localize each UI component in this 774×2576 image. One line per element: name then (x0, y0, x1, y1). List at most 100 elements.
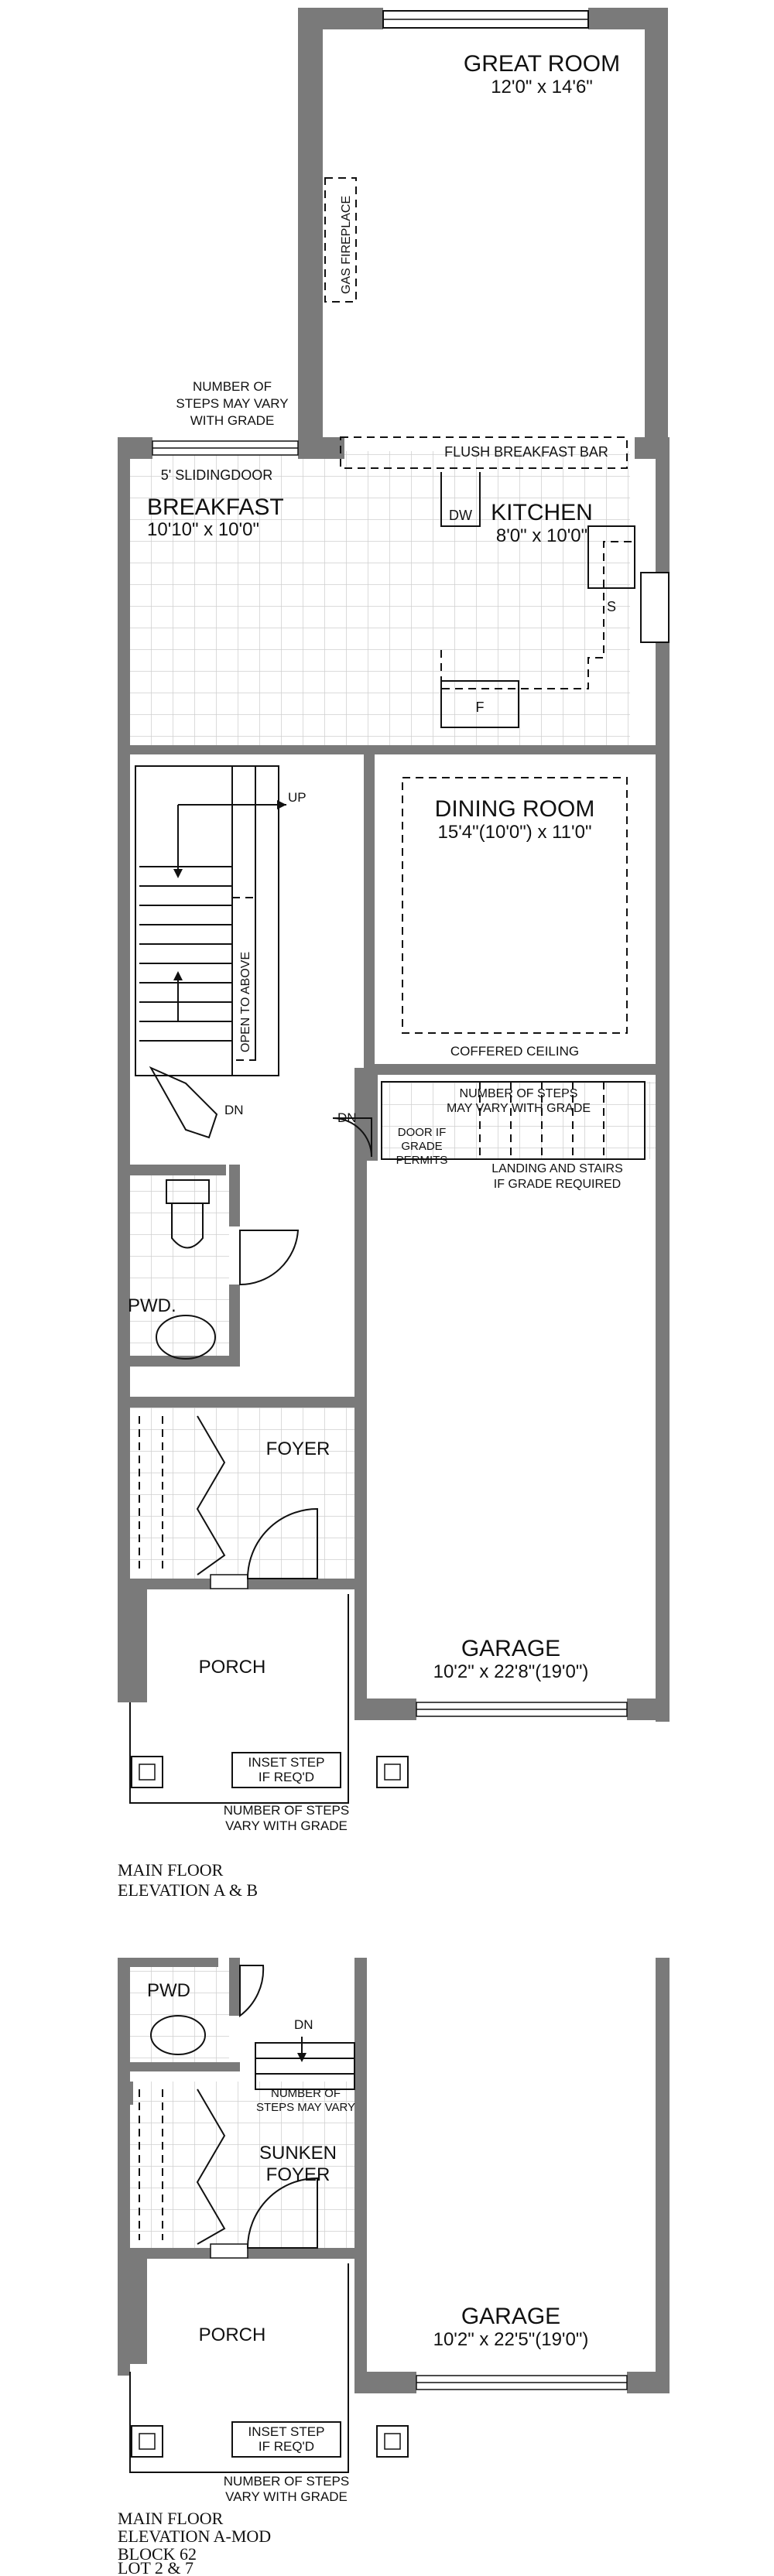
great-room-size: 12'0" x 14'6" (491, 77, 593, 97)
flush-breakfast-bar (340, 436, 628, 469)
amod-garage-wall-bottom-left (354, 2372, 416, 2393)
foyer-wall-bottom-right (248, 1579, 356, 1589)
garage-wall-bottom-left (354, 1699, 416, 1720)
inset-step (231, 1752, 341, 1788)
gas-fireplace (324, 177, 357, 303)
garage-wall-right (656, 1203, 670, 1722)
breakfast-kitchen-tile (128, 451, 630, 747)
steps-grade-line3: WITH GRADE (190, 413, 275, 428)
caption-mod-line3: BLOCK 62 (118, 2544, 197, 2564)
amod-foyer-tile (128, 2082, 365, 2252)
great-room-wall-right (645, 8, 668, 441)
porch-steps-mod-line1: NUMBER OF STEPS (224, 2474, 349, 2489)
landing-line1: LANDING AND STAIRS (491, 1162, 623, 1175)
door-grade-line1: DOOR IF (398, 1126, 447, 1139)
breakfast-wall-top-mid (298, 437, 344, 459)
porch-wall-left (118, 1586, 147, 1702)
toilet-bowl (171, 1203, 204, 1249)
great-room-wall-left (298, 8, 323, 441)
dining-room-size: 15'4"(10'0") x 11'0" (438, 822, 592, 843)
amod-foyer-closet (139, 2089, 163, 2240)
amod-foyer-steps (255, 2042, 355, 2090)
inset-step-main-line2: IF REQ'D (259, 1770, 314, 1784)
amod-powder-wall-bottom (118, 2062, 240, 2071)
garage-steps-line1: NUMBER OF STEPS (460, 1087, 578, 1100)
garage-wall-bottom-right (627, 1699, 670, 1720)
fridge (440, 680, 519, 728)
front-door-sill (210, 1574, 248, 1589)
great-room-name: GREAT ROOM (464, 51, 620, 77)
up-label: UP (288, 790, 307, 805)
breakfast-wall-corner (118, 437, 152, 459)
amod-powder-tile (128, 1962, 229, 2062)
garage-wall-stub (354, 1068, 378, 1161)
porch-steps-main-line2: VARY WITH GRADE (225, 1818, 348, 1833)
amod-porch-outline (129, 2263, 349, 2473)
amod-powder-door (239, 1965, 265, 2017)
gas-fireplace-label: GAS FIREPLACE (340, 196, 353, 294)
toilet-tank (166, 1179, 210, 1204)
powder-wall-top (118, 1165, 226, 1175)
porch-main-name: PORCH (199, 1657, 266, 1678)
porch-steps-main-line1: NUMBER OF STEPS (224, 1803, 349, 1818)
stair-area (135, 765, 279, 1076)
garage-entry-door (332, 1117, 372, 1158)
fridge-label: F (476, 700, 485, 715)
powder-wall-right-bottom (229, 1285, 240, 1362)
inset-step-mod-line2: IF REQ'D (259, 2439, 314, 2454)
garage-main-name: GARAGE (461, 1636, 560, 1661)
closet-doors (196, 1415, 226, 1575)
porch-mod-name: PORCH (199, 2325, 266, 2345)
stove (587, 525, 635, 589)
garage-landing (381, 1081, 646, 1160)
amod-powder-wall-top (118, 1958, 218, 1967)
kitchen-side-window (640, 572, 670, 643)
landing-line2: IF GRADE REQUIRED (494, 1178, 621, 1191)
caption-mod-line4: LOT 2 & 7 (118, 2558, 194, 2576)
stair-winder (149, 1066, 218, 1139)
garage-mod-size: 10'2" x 22'5"(19'0") (433, 2329, 589, 2350)
caption-main-line1: MAIN FLOOR (118, 1860, 224, 1880)
foyer-wall-top (118, 1397, 358, 1408)
caption-main-line2: ELEVATION A & B (118, 1880, 258, 1900)
amod-front-door (246, 2177, 318, 2249)
inset-step-mod-line1: INSET STEP (248, 2424, 325, 2439)
caption-mod-line2: ELEVATION A-MOD (118, 2526, 271, 2546)
garage-dn-label: DN (337, 1110, 357, 1125)
dw-label: DW (449, 508, 472, 523)
sliding-door-label: 5' SLIDINGDOOR (161, 467, 272, 483)
amod-garage-wall-right (656, 1958, 670, 2391)
main-left-wall (118, 437, 130, 1675)
amod-garage-wall-bottom-right (627, 2372, 670, 2393)
dining-wall-left (364, 754, 375, 1064)
door-grade-line3: PERMITS (396, 1154, 448, 1167)
amod-dn-label: DN (294, 2017, 313, 2032)
porch-outline (129, 1594, 349, 1804)
powder-door (239, 1230, 300, 1286)
powder-wall-bottom (118, 1356, 240, 1367)
front-door (246, 1507, 318, 1579)
kitchen-counter (440, 541, 635, 689)
main-floor-plan (118, 8, 670, 1804)
pwd-main-name: PWD. (128, 1295, 176, 1316)
flush-bar-label: FLUSH BREAKFAST BAR (444, 444, 608, 460)
garage-mod-name: GARAGE (461, 2304, 560, 2329)
dining-room-name: DINING ROOM (435, 796, 595, 822)
porch-steps-mod-line2: VARY WITH GRADE (225, 2489, 348, 2504)
sunken-foyer-line1: SUNKEN (259, 2143, 337, 2164)
sunken-foyer-line2: FOYER (266, 2164, 330, 2185)
amod-front-door-sill (210, 2243, 248, 2259)
pwd-mod-name: PWD (147, 1980, 190, 2001)
garage-wall-left (354, 1161, 367, 1718)
open-to-above-label: OPEN TO ABOVE (239, 952, 252, 1052)
amod-inset-step (231, 2421, 341, 2458)
door-grade-line2: GRADE (401, 1140, 442, 1153)
coffered-ceiling-label: COFFERED CEILING (450, 1044, 579, 1059)
stair-dn-label: DN (224, 1103, 244, 1117)
amod-steps-line2: STEPS MAY VARY (256, 2101, 355, 2114)
stove-label: S (607, 599, 616, 614)
dining-wall-bottom (364, 1064, 666, 1075)
caption-mod-line1: MAIN FLOOR (118, 2509, 224, 2528)
garage-main-size: 10'2" x 22'8"(19'0") (433, 1661, 589, 1682)
